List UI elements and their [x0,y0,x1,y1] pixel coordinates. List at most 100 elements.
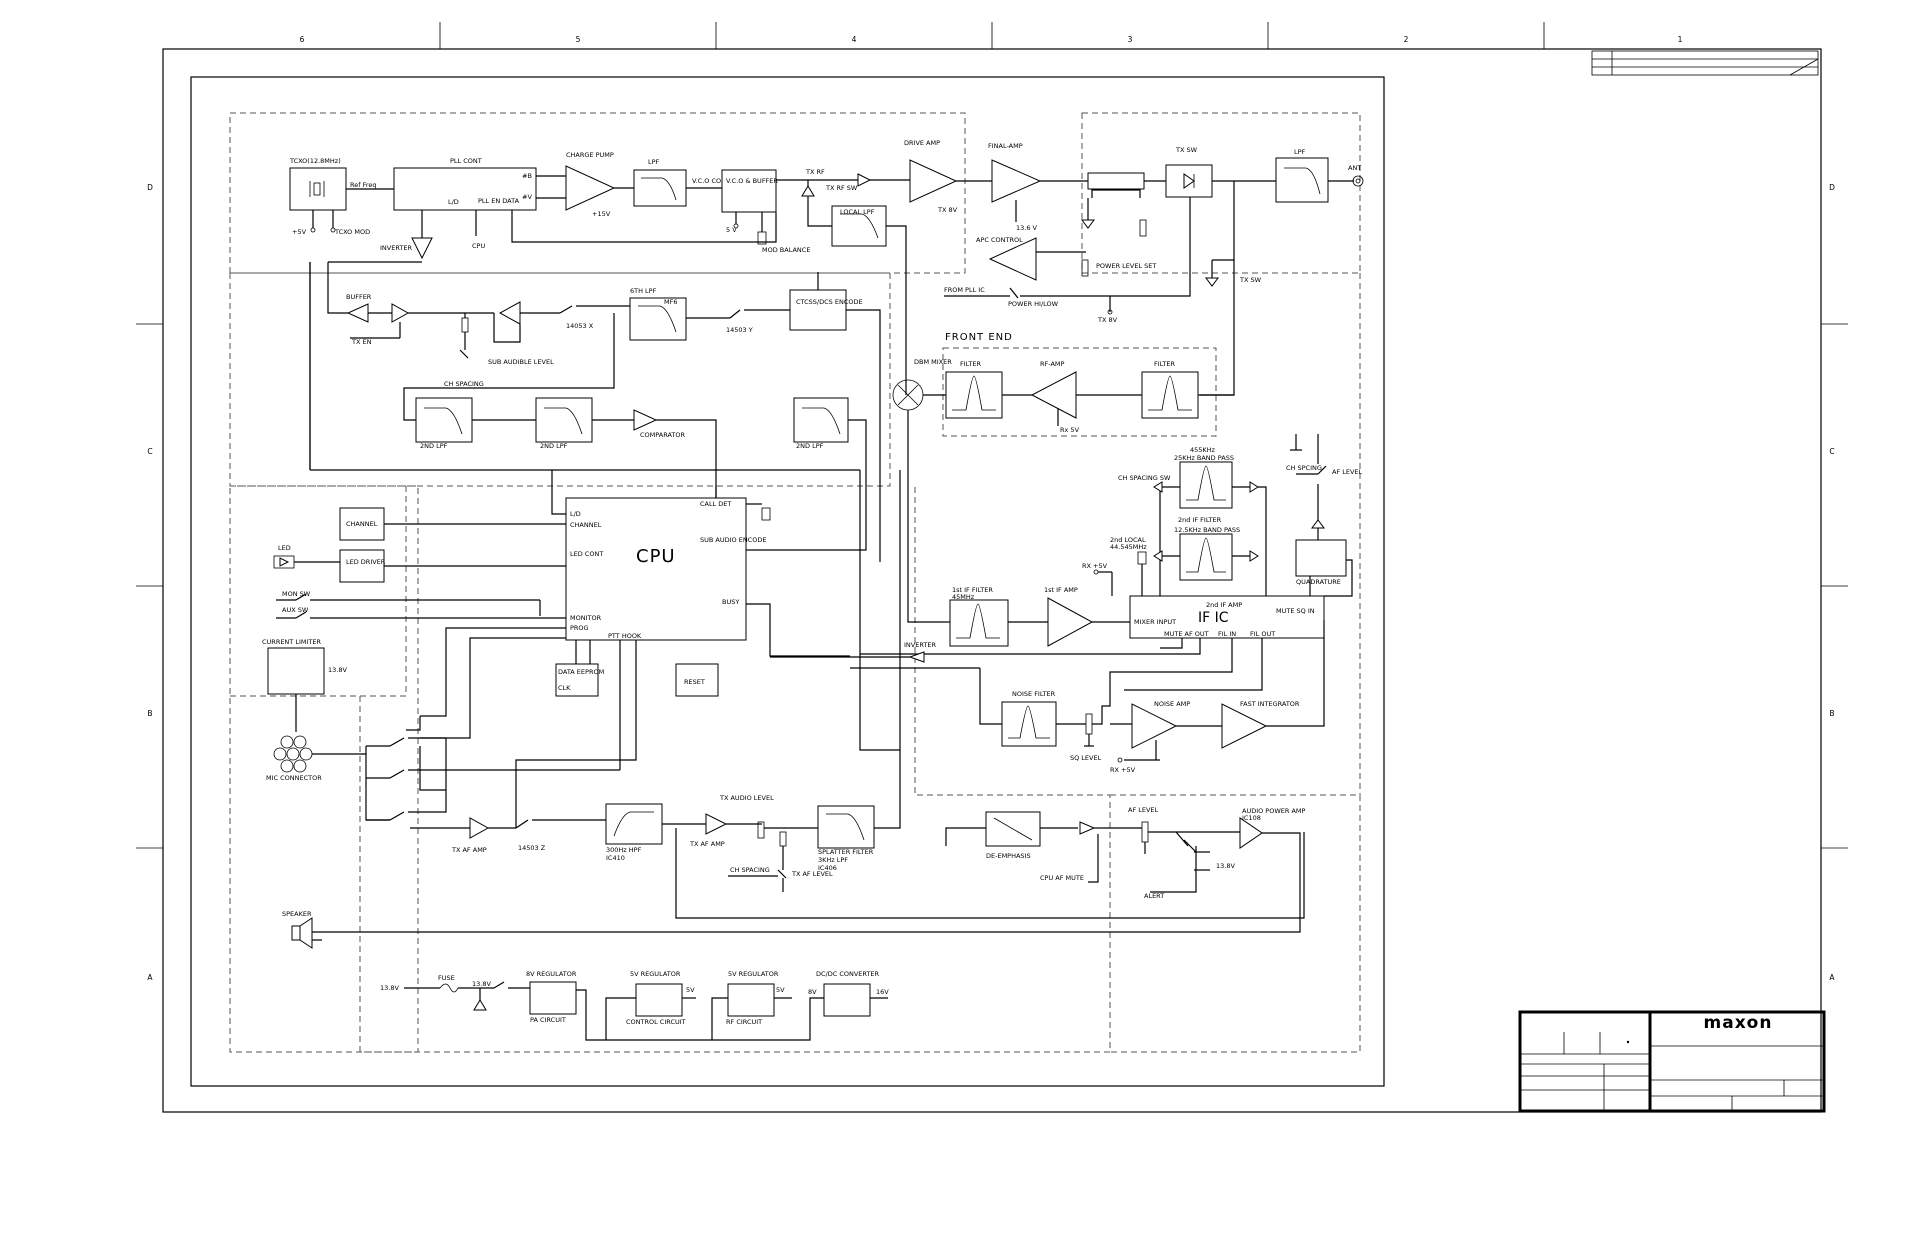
label-audio-power-amp: AUDIO POWER AMP [1242,807,1306,815]
row-label-d-left: D [147,183,153,192]
ch-sw-diode-b-icon [1249,481,1259,493]
label-filter-b: FILTER [1154,360,1175,368]
buffer-block: BUFFER [346,293,372,323]
lpf-2nd-c-block: 2ND LPF [793,397,849,450]
label-mixer-input: MIXER INPUT [1134,618,1176,626]
apc-control-block: APC CONTROL [976,236,1037,281]
grid-row-labels: D C B A D C B A [147,183,1835,982]
label-power-level-set: POWER LEVEL SET [1096,262,1156,270]
drive-amp-block: DRIVE AMP TX 8V [904,139,958,214]
label-sw-14503z: 14503 Z [518,844,546,852]
label-ref-freq: Ref Freq [350,181,377,189]
vco-buffer-block: V.C.O & BUFFER 5 V [721,169,778,234]
label-lpf-out: LPF [1294,148,1306,156]
label-cpu-small: CPU [472,242,485,250]
speaker-icon [291,925,301,941]
label-tx-8v-b: TX 8V [1097,316,1118,324]
led-icon [279,557,290,567]
label-pin-m: #B [522,172,532,180]
revision-block [1591,50,1819,76]
label-lpf-2nd-b: 2ND LPF [540,442,568,450]
row-label-c-left: C [147,447,152,456]
rf-amp-block: RF-AMP Rx 5V [1030,360,1080,434]
label-bp-125: 12.5KHz BAND PASS [1174,526,1240,534]
label-ant: ANT [1348,164,1361,172]
label-pll-cont: PLL CONT [450,157,482,165]
label-tx-rf-sw: TX RF SW [825,184,858,192]
mic-pin-icon [280,735,294,749]
label-af-level-bot: AF LEVEL [1128,806,1159,814]
label-ic108: IC108 [1242,814,1261,822]
label-dbm-mixer: DBM MIXER [914,358,952,366]
tx-af-amp-a-block: TX AF AMP [451,817,490,854]
cpu-block: CPU L/D CHANNEL LED CONT MONITOR PROG CA… [565,497,771,641]
label-cpu-big: CPU [636,546,676,567]
row-label-b-right: B [1829,709,1834,718]
label-control-circuit: CONTROL CIRCUIT [626,1018,686,1026]
label-if-ic: IF IC [1198,610,1229,626]
label-fivev-b: 5V [776,986,785,994]
ctcss-encode-block: CTCSS/DCS ENCODE [789,289,863,331]
label-mute-sq-in: MUTE SQ IN [1276,607,1315,615]
audio-power-amp-block: AUDIO POWER AMP IC108 13.8V [1216,807,1306,870]
label-fil-out: FIL OUT [1250,630,1275,638]
label-tcxo: TCXO(12.8MHz) [289,157,341,165]
tx-sw-block: TX SW [1165,146,1213,198]
de-emphasis-block: DE-EMPHASIS [985,811,1041,860]
label-sq-level: SQ LEVEL [1070,754,1102,762]
label-mf6: MF6 [664,298,677,306]
label-sw-14053x: 14053 X [566,322,594,330]
col-label-4: 4 [852,35,857,44]
label-buffer: BUFFER [346,293,372,301]
label-fil-in: FIL IN [1218,630,1236,638]
label-v138-d: 13.8V [472,980,491,988]
label-mute-af-out: MUTE AF OUT [1164,630,1209,638]
power-chain: 13.8V FUSE 13.8V 8V REGULATOR PA CIRCUIT… [380,970,889,1041]
label-ic406: IC406 [818,864,837,872]
label-bp-455: 455KHz [1190,446,1216,454]
hpf-300-block: 300Hz HPF IC410 [605,803,663,862]
inner-frame [190,76,1385,1087]
label-tx-sw-right: TX SW [1239,276,1262,284]
reset-block: RESET [675,663,719,697]
label-rf-amp: RF-AMP [1040,360,1065,368]
label-data-eeprom: DATA EEPROM [558,668,604,676]
filter-b-block: FILTER [1141,360,1199,419]
label-if-filter-1st-freq: 45MHz [952,593,975,601]
label-local-2nd: 2nd LOCAL [1110,536,1146,544]
lpf-6th-block: 6TH LPF MF6 [629,287,687,341]
label-fivev-a: 5V [686,986,695,994]
label-lpf-2nd-c: 2ND LPF [796,442,824,450]
label-cpu-led-cont: LED CONT [570,550,603,558]
pll-cont-block: PLL CONT L/D PLL EN DATA #B #V [393,157,537,211]
row-label-a-right: A [1829,973,1835,982]
label-pa-circuit: PA CIRCUIT [530,1016,566,1024]
label-if-amp-1st: 1st IF AMP [1044,586,1078,594]
col-label-3: 3 [1128,35,1133,44]
label-noise-filter: NOISE FILTER [1012,690,1056,698]
crystal-2nd-local-icon [1137,551,1147,565]
label-reg-5v-a: 5V REGULATOR [630,970,681,978]
label-rx-5v-a: Rx 5V [1060,426,1080,434]
tx-audio-level-pot-icon [757,821,765,839]
label-tx-8v-a: TX 8V [937,206,958,214]
label-ch-spcing: CH SPCING [1286,464,1322,472]
label-current-limiter: CURRENT LIMITER [262,638,321,646]
speaker-block: SPEAKER [282,910,322,949]
sq-level-pot-icon [1085,713,1093,735]
splatter-filter-block: SPLATTER FILTER 3KHz LPF IC406 [817,805,875,872]
label-rx-5v-c: RX +5V [1110,766,1136,774]
label-filter-a: FILTER [960,360,981,368]
label-tx-af-amp-a: TX AF AMP [451,846,487,854]
final-amp-icon [991,159,1042,203]
label-fuse: FUSE [438,974,455,982]
final-amp-block: FINAL-AMP 13.6 V [988,142,1042,232]
label-af-level-top: AF LEVEL [1332,468,1363,476]
bp-25-block: 455KHz 25KHz BAND PASS [1174,446,1234,509]
data-eeprom-block: DATA EEPROM CLK [555,663,604,697]
label-ld: L/D [448,198,459,206]
label-splatter: SPLATTER FILTER [818,848,874,856]
label-tx-audio-level: TX AUDIO LEVEL [719,794,774,802]
